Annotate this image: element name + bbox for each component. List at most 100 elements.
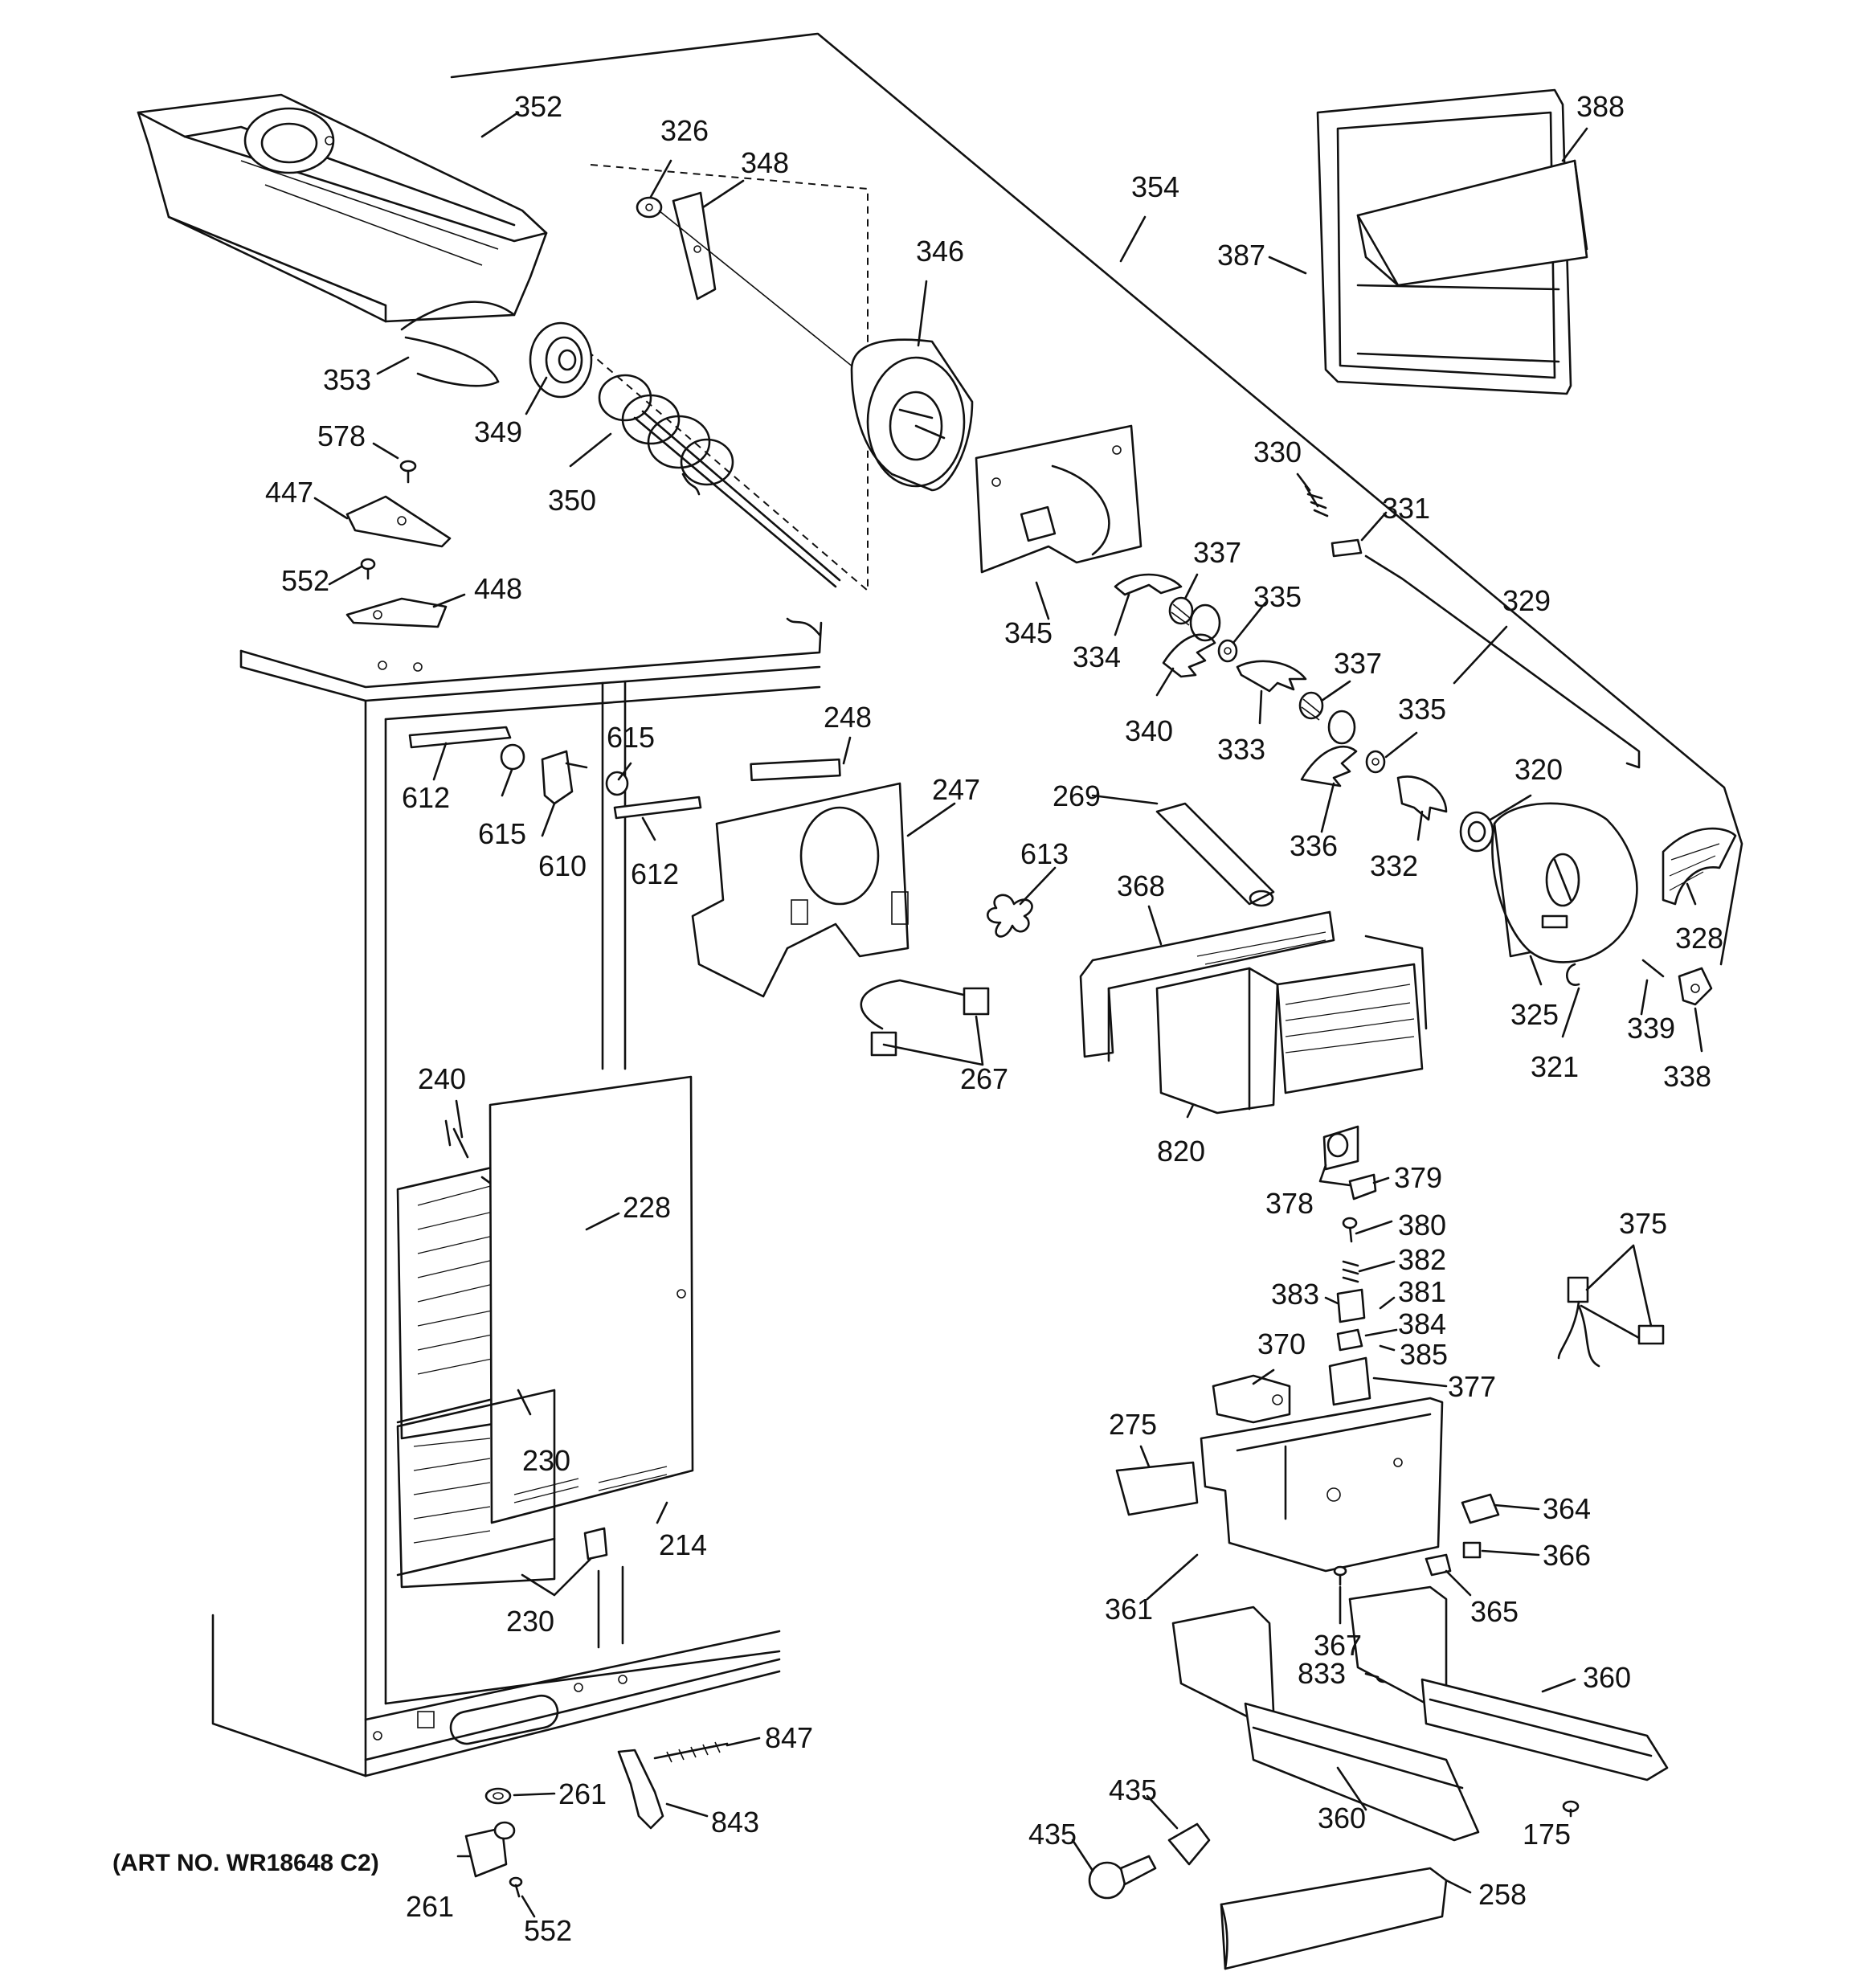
deflector-275 [1115, 1461, 1199, 1516]
label-375: 375 [1619, 1207, 1667, 1240]
label-820: 820 [1157, 1135, 1205, 1168]
label-325: 325 [1510, 998, 1559, 1031]
dispenser-housing-361 [1200, 1397, 1444, 1573]
label-388: 388 [1576, 90, 1625, 123]
label-378: 378 [1265, 1187, 1314, 1220]
label-448: 448 [474, 572, 522, 605]
wire-harness-267 [860, 979, 990, 1057]
washer-326 [636, 196, 663, 219]
auger-plate-348 [672, 191, 717, 301]
fan-blade-613 [987, 894, 1033, 938]
auger-motor-housing-325 [1491, 802, 1638, 963]
label-612a: 612 [402, 781, 450, 814]
housing-377 [1328, 1356, 1371, 1406]
clip-331 [1331, 538, 1363, 558]
label-361: 361 [1105, 1593, 1153, 1626]
label-365: 365 [1470, 1595, 1519, 1628]
label-275: 275 [1109, 1408, 1157, 1441]
label-331: 331 [1382, 492, 1430, 525]
motor-370 [1212, 1374, 1291, 1424]
label-346: 346 [916, 235, 964, 268]
harness-375 [1557, 1276, 1665, 1368]
label-332: 332 [1370, 849, 1418, 882]
guide-328 [1662, 827, 1737, 906]
gear-320 [1459, 811, 1494, 853]
washer-261a [484, 1787, 512, 1805]
grommet-615b [605, 771, 629, 796]
cap-383 [1336, 1288, 1366, 1323]
label-360a: 360 [1583, 1661, 1631, 1694]
bushing-335a [1217, 639, 1238, 663]
spring-847 [653, 1741, 729, 1763]
label-329: 329 [1502, 584, 1551, 617]
thermostat-610 [541, 750, 588, 805]
label-326: 326 [660, 114, 709, 147]
label-335a: 335 [1253, 580, 1302, 613]
label-335b: 335 [1398, 693, 1446, 726]
bracket-379 [1348, 1173, 1377, 1201]
actuator-rod-329 [1364, 554, 1641, 769]
slide-360b [1348, 1585, 1669, 1781]
spring-382 [1342, 1260, 1359, 1283]
drive-motor-drum [850, 338, 974, 492]
cam-333 [1236, 660, 1307, 693]
label-338: 338 [1663, 1060, 1711, 1093]
label-385: 385 [1400, 1338, 1448, 1371]
label-345: 345 [1004, 616, 1053, 649]
fan-shroud-247 [691, 782, 910, 998]
label-384: 384 [1398, 1307, 1446, 1340]
label-248: 248 [824, 701, 872, 734]
label-230b: 230 [506, 1605, 554, 1638]
label-330: 330 [1253, 436, 1302, 468]
heater-bracket-230 [396, 1527, 608, 1577]
label-383: 383 [1271, 1278, 1319, 1311]
auger-wire [404, 336, 500, 387]
cam-332 [1396, 775, 1448, 821]
mounting-plate-345 [975, 424, 1143, 574]
label-360b: 360 [1318, 1802, 1366, 1835]
lower-evaporator [396, 1389, 556, 1589]
label-379: 379 [1394, 1161, 1442, 1194]
heater-strip-248 [750, 758, 841, 782]
light-bulb-435 [1088, 1855, 1157, 1900]
label-368: 368 [1117, 869, 1165, 902]
label-261b: 261 [406, 1890, 454, 1923]
grommet-615a [500, 743, 525, 771]
screw-578 [399, 460, 417, 484]
screw-367 [1333, 1565, 1347, 1586]
label-370: 370 [1257, 1327, 1306, 1360]
dispenser-door-388 [1356, 159, 1588, 287]
crank-338 [1678, 967, 1713, 1006]
clip-384 [1336, 1328, 1363, 1352]
label-337b: 337 [1334, 647, 1382, 680]
label-833: 833 [1298, 1657, 1346, 1690]
label-214: 214 [659, 1528, 707, 1561]
bushing-335b [1365, 750, 1386, 774]
label-435b: 435 [1028, 1818, 1077, 1851]
label-333: 333 [1217, 733, 1265, 766]
boundary-line-354 [450, 32, 1743, 966]
hinge-261b [464, 1821, 516, 1878]
label-337a: 337 [1193, 536, 1241, 569]
cam-334 [1114, 573, 1183, 596]
button-365 [1425, 1553, 1452, 1577]
leader-lines [313, 111, 1703, 1918]
bracket-612b [613, 796, 702, 820]
auger-bearing [529, 321, 593, 399]
spring-330 [1304, 485, 1329, 517]
label-612b: 612 [631, 857, 679, 890]
refrigerator-cabinet [211, 617, 823, 1777]
label-380: 380 [1398, 1209, 1446, 1241]
label-269: 269 [1053, 779, 1101, 812]
label-377: 377 [1448, 1370, 1496, 1403]
fill-tube-269 [1155, 802, 1275, 907]
screw-552b [509, 1876, 523, 1898]
label-435a: 435 [1109, 1773, 1157, 1806]
label-354: 354 [1131, 170, 1179, 203]
auger-assembly [590, 164, 869, 593]
light-cover-258 [1220, 1867, 1448, 1970]
switch-364 [1461, 1493, 1500, 1524]
bracket-447 [345, 495, 452, 548]
label-352: 352 [514, 90, 562, 123]
